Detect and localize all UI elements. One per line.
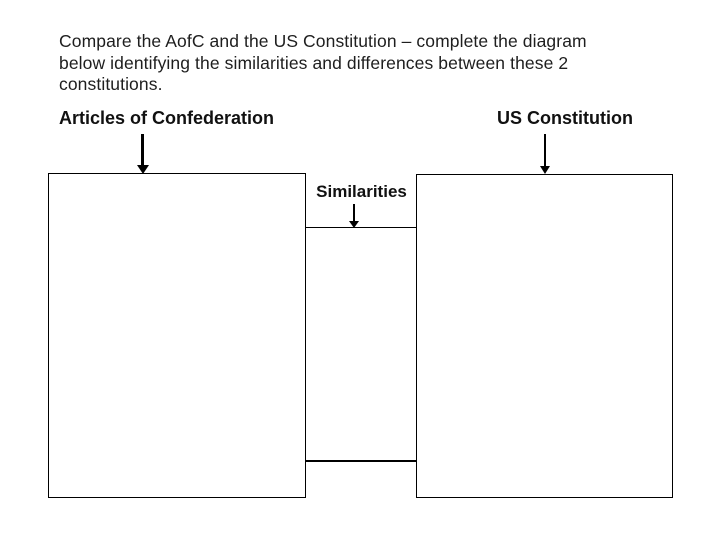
similarities-down-arrow-head-icon <box>349 221 359 228</box>
aofc-down-arrow-head-icon <box>136 165 149 174</box>
usc-header-label: US Constitution <box>497 108 633 128</box>
usc-down-arrow-icon <box>544 134 546 167</box>
usc-down-arrow-head-icon <box>540 166 550 174</box>
aofc-differences-box[interactable] <box>48 173 306 498</box>
instructions-line-1: Compare the AofC and the US Constitution… <box>59 31 587 51</box>
similarities-down-arrow-icon <box>353 204 355 221</box>
aofc-header-label: Articles of Confederation <box>59 108 275 128</box>
aofc-down-arrow-icon <box>141 134 144 166</box>
similarities-box[interactable] <box>307 228 416 460</box>
usc-differences-box[interactable] <box>416 174 673 498</box>
instructions-text: Compare the AofC and the US Constitution… <box>59 31 649 96</box>
instructions-line-3: constitutions. <box>59 74 163 94</box>
similarities-box-top-line <box>306 226 417 228</box>
instructions-line-2: below identifying the similarities and d… <box>59 52 569 73</box>
similarities-label: Similarities <box>316 182 407 201</box>
similarities-box-bottom-line <box>306 460 417 462</box>
